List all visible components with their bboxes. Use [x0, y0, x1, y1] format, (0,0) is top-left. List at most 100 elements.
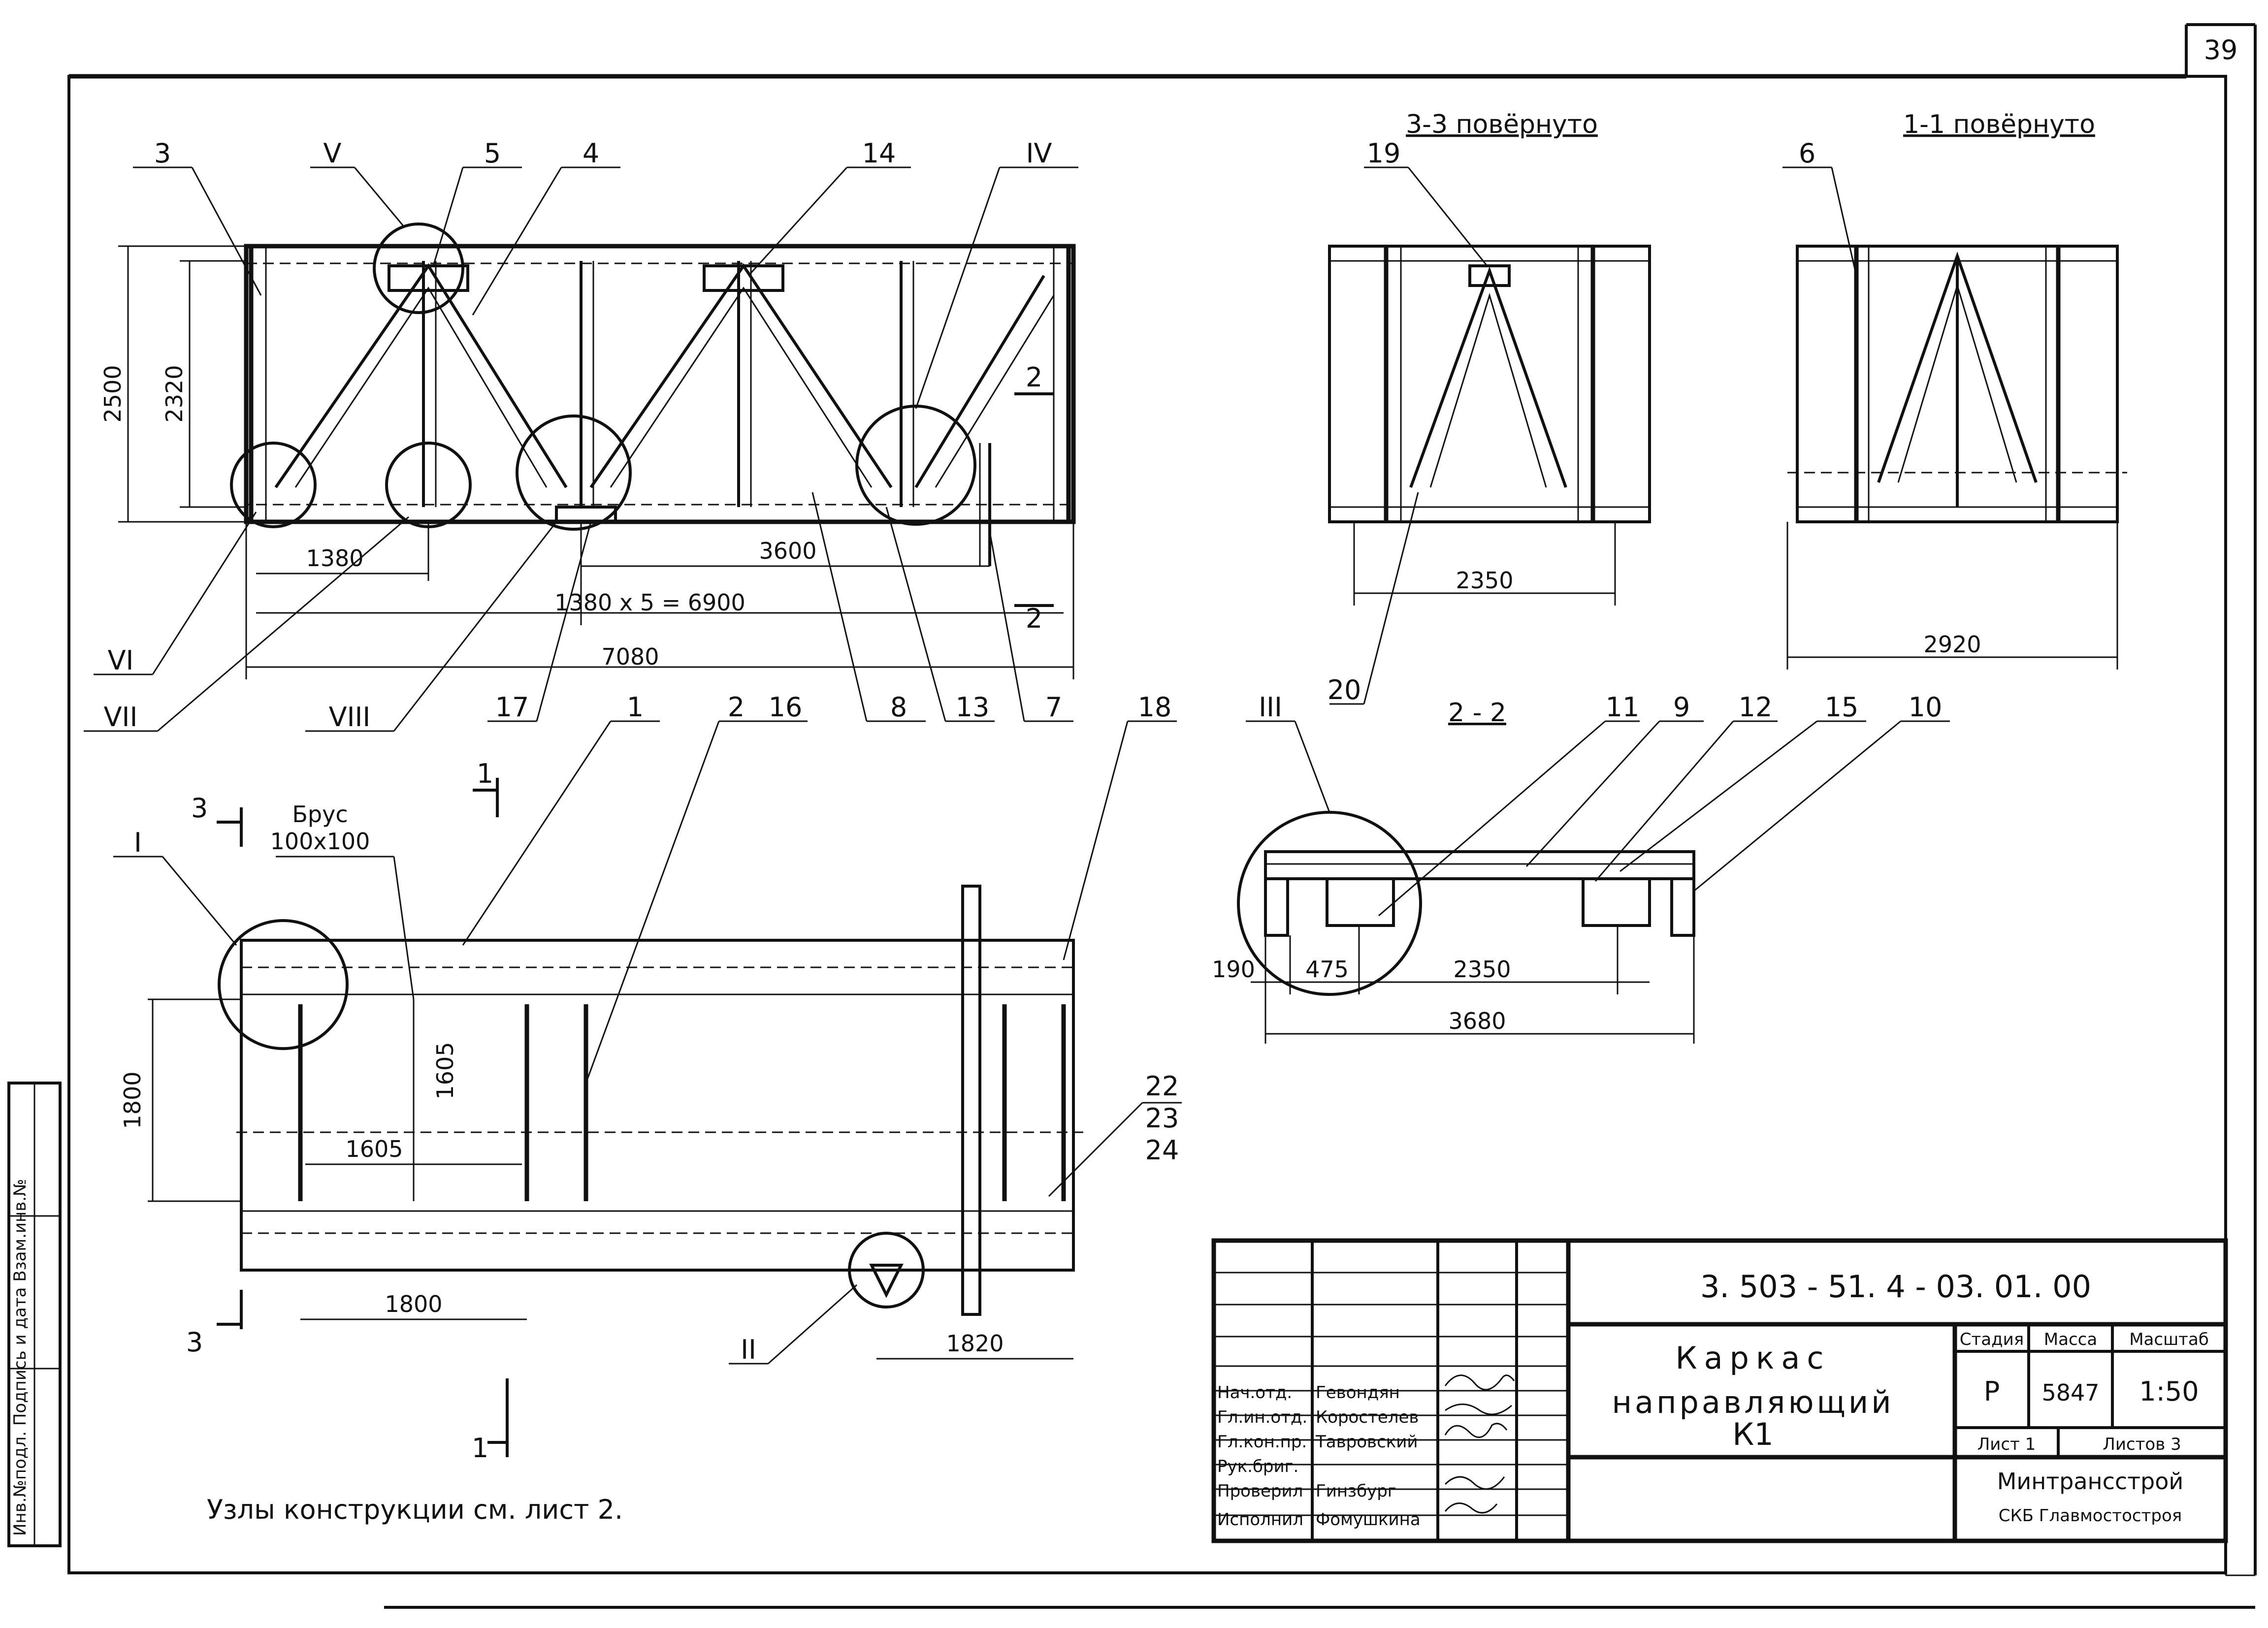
leaders-left [84, 511, 557, 732]
roman-VI: VI [108, 645, 134, 676]
elevation-dimension-lines [118, 245, 1074, 679]
callout-16: 16 [769, 692, 803, 723]
sheet-frame [67, 23, 2257, 1609]
callout-19: 19 [1367, 138, 1401, 169]
roman-V: V [324, 138, 342, 169]
dim-475: 475 [1305, 956, 1349, 983]
dim-7080: 7080 [601, 643, 659, 670]
cut-mark-3-bottom: 3 [186, 1327, 203, 1358]
roman-III: III [1259, 692, 1282, 723]
sheet-number: 39 [2204, 34, 2238, 65]
org-bureau: СКБ Главмостостроя [1999, 1506, 2182, 1526]
dim-1605-horizontal: 1605 [345, 1136, 403, 1162]
callout-3: 3 [154, 138, 171, 169]
dim-190: 190 [1212, 956, 1255, 983]
section-1-1-view [1782, 166, 2127, 670]
dim-2350-s33: 2350 [1456, 567, 1513, 594]
plan-view [113, 778, 1182, 1457]
staff-role: Исполнил [1217, 1510, 1303, 1530]
side-stamp-strip [7, 1082, 62, 1547]
callout-24: 24 [1145, 1135, 1179, 1166]
dim-2350-s22: 2350 [1453, 956, 1511, 983]
callout-5: 5 [484, 138, 501, 169]
section-3-3-view [1328, 166, 1651, 705]
scale-value: 1:50 [2139, 1376, 2199, 1407]
callout-13: 13 [956, 692, 990, 723]
staff-role: Нач.отд. [1217, 1383, 1292, 1403]
col-stage: Стадия [1960, 1330, 2024, 1349]
section-3-3-title: 3-3 повёрнуто [1406, 110, 1598, 139]
sheet-label: Лист 1 [1977, 1435, 2036, 1454]
leaders-top [133, 166, 1078, 409]
drawing-name-line3: К1 [1732, 1416, 1773, 1452]
dim-1800-vertical: 1800 [119, 1071, 146, 1129]
callout-6: 6 [1799, 138, 1815, 169]
roman-II: II [741, 1334, 756, 1365]
col-scale: Масштаб [2129, 1330, 2209, 1349]
staff-name: Гинзбург [1316, 1481, 1396, 1501]
dim-2500: 2500 [99, 365, 126, 422]
document-code: 3. 503 - 51. 4 - 03. 01. 00 [1700, 1269, 2091, 1305]
cut-mark-2-bottom: 2 [1026, 603, 1042, 634]
callout-20: 20 [1328, 674, 1361, 705]
col-mass: Масса [2044, 1330, 2097, 1349]
section-2-2-view [1237, 720, 1950, 1044]
callout-18: 18 [1138, 692, 1172, 723]
section-1-1-title: 1-1 повёрнуто [1903, 110, 2095, 139]
cut-mark-1-bottom: 1 [472, 1433, 488, 1464]
roman-IV: IV [1026, 138, 1052, 169]
callout-4: 4 [583, 138, 599, 169]
callout-11: 11 [1606, 692, 1640, 723]
dim-3680: 3680 [1448, 1008, 1506, 1034]
callout-14: 14 [862, 138, 896, 169]
title-block [1211, 1238, 2228, 1543]
construction-note: Узлы конструкции см. лист 2. [207, 1494, 623, 1525]
roman-VIII: VIII [329, 702, 371, 733]
dim-1380: 1380 [306, 545, 363, 572]
staff-name: Коростелев [1316, 1407, 1419, 1427]
roman-I: I [134, 827, 142, 858]
dim-1380x5: 1380 x 5 = 6900 [554, 589, 745, 616]
cut-mark-2-top: 2 [1026, 362, 1042, 393]
brus-size: 100x100 [270, 828, 370, 855]
callout-10: 10 [1909, 692, 1943, 723]
side-stamp-text: Инв.№подл. Подпись и дата Взам.инв.№ [10, 1179, 30, 1536]
drawing-name-line1: Каркас [1676, 1340, 1831, 1376]
dim-2920-s11: 2920 [1923, 631, 1981, 658]
mass-value: 5847 [2041, 1379, 2099, 1406]
callout-23: 23 [1145, 1103, 1179, 1134]
staff-name: Фомушкина [1316, 1510, 1421, 1530]
staff-name: Гевондян [1316, 1383, 1400, 1403]
cut-mark-3-top: 3 [191, 793, 208, 824]
leaders-bottom-row [462, 492, 1177, 1084]
roman-VII: VII [104, 702, 138, 733]
drawing-name-line2: направляющий [1612, 1384, 1894, 1420]
sheets-label: Листов 3 [2103, 1435, 2181, 1454]
staff-role: Проверил [1217, 1481, 1303, 1501]
callout-1: 1 [627, 692, 644, 723]
callout-12: 12 [1739, 692, 1773, 723]
staff-role: Гл.кон.пр. [1217, 1432, 1307, 1452]
callout-15: 15 [1825, 692, 1859, 723]
callout-22: 22 [1145, 1071, 1179, 1102]
dim-3600: 3600 [759, 538, 816, 564]
callout-9: 9 [1673, 692, 1690, 723]
staff-name: Тавровский [1315, 1432, 1418, 1452]
dim-1820: 1820 [946, 1330, 1004, 1357]
dim-2320: 2320 [161, 365, 188, 422]
signatures [1444, 1374, 1515, 1514]
dim-1605-vertical: 1605 [432, 1042, 458, 1099]
stage-value: Р [1984, 1376, 2000, 1407]
callout-7: 7 [1045, 692, 1062, 723]
staff-role: Рук.бриг. [1217, 1457, 1298, 1476]
section-2-2-title: 2 - 2 [1448, 698, 1506, 728]
callout-2: 2 [728, 692, 745, 723]
org-ministry: Минтрансстрой [1997, 1468, 2184, 1495]
dim-1800-horizontal: 1800 [385, 1291, 442, 1317]
brus-label: Брус [292, 801, 348, 828]
staff-role: Гл.ин.отд. [1217, 1407, 1307, 1427]
cut-mark-1-top: 1 [477, 758, 493, 789]
callout-17: 17 [495, 692, 529, 723]
elevation-view [230, 223, 1076, 607]
